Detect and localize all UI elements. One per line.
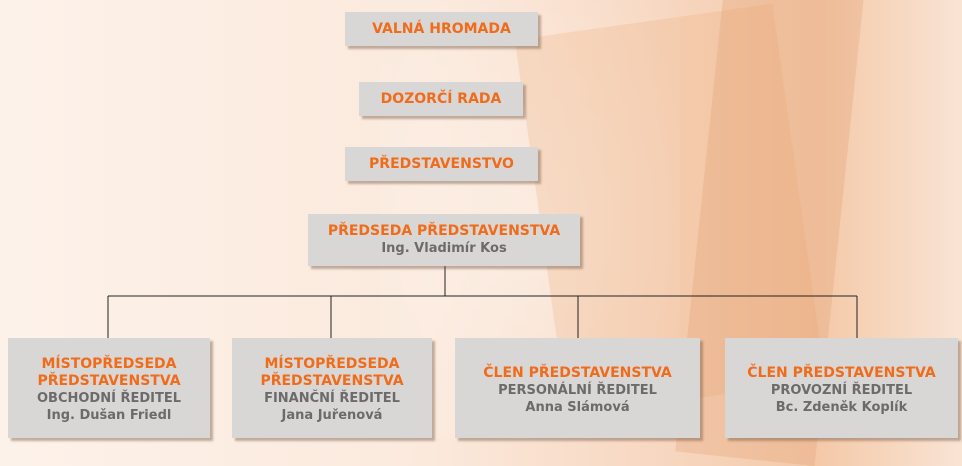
member-box-3: ČLEN PŘEDSTAVENSTVA PERSONÁLNÍ ŘEDITEL A… <box>455 338 700 438</box>
supervisory-board-box: DOZORČÍ RADA <box>359 82 523 116</box>
org-chart-connectors <box>107 266 858 338</box>
member-title-line2: PŘEDSTAVENSTVA <box>260 373 404 389</box>
board-box: PŘEDSTAVENSTVO <box>345 147 538 181</box>
member-name: Jana Juřenová <box>281 408 383 423</box>
board-label: PŘEDSTAVENSTVO <box>369 155 514 172</box>
member-role: FINANČNÍ ŘEDITEL <box>264 391 400 406</box>
general-meeting-box: VALNÁ HROMADA <box>345 12 538 46</box>
general-meeting-label: VALNÁ HROMADA <box>372 20 511 37</box>
member-title-line1: ČLEN PŘEDSTAVENSTVA <box>483 364 672 381</box>
member-title-line2: PŘEDSTAVENSTVA <box>37 373 181 389</box>
chairman-name: Ing. Vladimír Kos <box>381 241 507 256</box>
member-role: PROVOZNÍ ŘEDITEL <box>770 382 913 398</box>
chairman-box: PŘEDSEDA PŘEDSTAVENSTVA Ing. Vladimír Ko… <box>308 214 580 266</box>
member-title-line1: MÍSTOPŘEDSEDA <box>41 356 177 372</box>
member-role: PERSONÁLNÍ ŘEDITEL <box>498 382 657 398</box>
member-name: Bc. Zdeněk Koplík <box>775 399 908 415</box>
supervisory-board-label: DOZORČÍ RADA <box>380 90 502 107</box>
member-box-2: MÍSTOPŘEDSEDA PŘEDSTAVENSTVA FINANČNÍ ŘE… <box>232 338 432 438</box>
member-box-4: ČLEN PŘEDSTAVENSTVA PROVOZNÍ ŘEDITEL Bc.… <box>725 338 958 438</box>
member-box-1: MÍSTOPŘEDSEDA PŘEDSTAVENSTVA OBCHODNÍ ŘE… <box>8 338 210 438</box>
member-title-line1: ČLEN PŘEDSTAVENSTVA <box>747 364 936 381</box>
chairman-title: PŘEDSEDA PŘEDSTAVENSTVA <box>327 223 561 239</box>
member-name: Anna Slámová <box>525 399 630 415</box>
member-name: Ing. Dušan Friedl <box>46 408 172 423</box>
member-title-line1: MÍSTOPŘEDSEDA <box>264 356 400 372</box>
member-role: OBCHODNÍ ŘEDITEL <box>36 391 181 406</box>
